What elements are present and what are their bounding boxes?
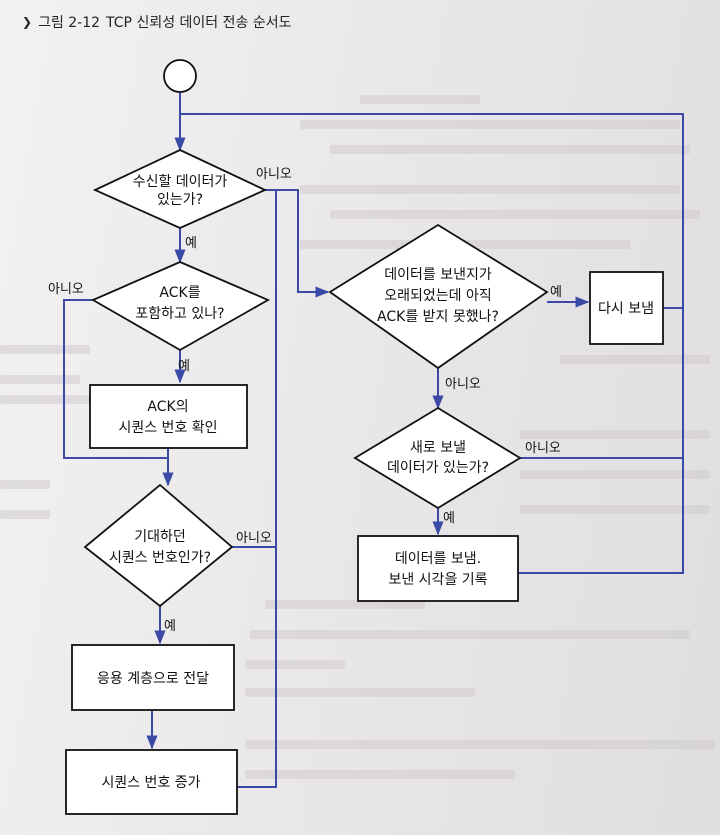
label-check-seq-2: 시퀀스 번호 확인 (118, 420, 217, 436)
label-resend: 다시 보냄 (598, 301, 654, 317)
process-deliver (71, 644, 235, 711)
process-increment-seq (65, 749, 238, 815)
edge-has-ack-no (63, 299, 168, 459)
decision-has-data (92, 149, 268, 229)
label-expected-seq-2: 시퀀스 번호인가? (109, 550, 211, 566)
figure-label: 그림 2-12 (38, 15, 101, 31)
label-send-data-1: 데이터를 보냄. (395, 551, 481, 567)
label-has-data-1: 수신할 데이터가 (133, 174, 228, 190)
edge-has-data-no (265, 189, 330, 298)
figure-title: TCP 신뢰성 데이터 전송 순서도 (106, 15, 292, 31)
label-timeout-3: ACK를 받지 못했나? (377, 309, 499, 325)
edge-label-timeout-no: 아니오 (445, 377, 481, 392)
edge-label-has-ack-no: 아니오 (48, 282, 84, 297)
chevron-down-icon: ❯ (22, 15, 33, 29)
decision-new-data (353, 406, 522, 510)
edge-label-has-data-yes: 예 (185, 236, 197, 251)
label-send-data-2: 보낸 시각을 기록 (388, 572, 487, 588)
edge-label-timeout-yes: 예 (550, 285, 562, 300)
process-send-data (357, 535, 519, 602)
label-deliver: 응용 계층으로 전달 (97, 671, 209, 687)
label-expected-seq-1: 기대하던 (134, 529, 186, 545)
label-increment-seq: 시퀀스 번호 증가 (101, 775, 200, 791)
edge-label-expected-no: 아니오 (236, 531, 272, 546)
label-check-seq-1: ACK의 (147, 399, 188, 415)
label-timeout-2: 오래되었는데 아직 (384, 288, 492, 304)
edge-label-expected-yes: 예 (164, 619, 176, 634)
edge-label-has-data-no: 아니오 (256, 167, 292, 182)
label-has-data-2: 있는가? (157, 192, 203, 208)
process-check-seq (89, 384, 248, 449)
label-new-data-1: 새로 보낼 (410, 440, 466, 456)
edge-expected-no (232, 190, 277, 548)
label-new-data-2: 데이터가 있는가? (387, 460, 489, 476)
start-circle (163, 59, 197, 93)
process-resend (589, 271, 664, 345)
edge-increment-out (237, 547, 277, 788)
figure-caption: ❯ 그림 2-12 TCP 신뢰성 데이터 전송 순서도 (22, 9, 291, 35)
label-has-ack-1: ACK를 (159, 285, 200, 301)
decision-expected-seq (83, 483, 234, 608)
edge-send-out (518, 458, 684, 574)
edge-label-new-data-no: 아니오 (525, 441, 561, 456)
label-has-ack-2: 포함하고 있나? (135, 306, 224, 322)
edge-resend-out (663, 140, 684, 309)
edge-label-new-data-yes: 예 (443, 511, 455, 526)
decision-timeout (328, 223, 549, 370)
edge-loop-top (180, 113, 684, 140)
decision-has-ack (91, 261, 271, 352)
edge-label-has-ack-yes: 예 (178, 359, 190, 374)
label-timeout-1: 데이터를 보낸지가 (384, 267, 492, 283)
